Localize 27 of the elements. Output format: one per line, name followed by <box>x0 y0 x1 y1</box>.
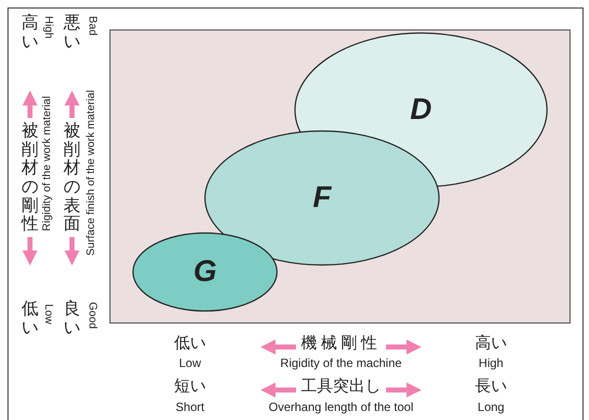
axis-title: Surface finish of the work material <box>86 90 98 256</box>
axis-level-label: 良い <box>63 300 81 338</box>
axis-title: Overhang length of the tool <box>268 401 414 414</box>
axis-title: 被削材の表面 <box>63 122 81 234</box>
axis-level-label: Long <box>478 401 504 414</box>
region-label: G <box>193 255 217 289</box>
axis-level-label: Low <box>179 357 201 370</box>
axis-level-label: High <box>42 16 54 39</box>
axis-title: 被削材の剛性 <box>21 122 39 234</box>
axis-level-label: 高い <box>21 14 39 52</box>
axis-level-label: Low <box>42 304 54 324</box>
axis-level-label: 短い <box>174 379 206 396</box>
axis-level-label: High <box>478 357 504 370</box>
axis-level-label: 長い <box>475 379 507 396</box>
axis-level-label: Short <box>176 401 204 414</box>
axis-level-label: 悪い <box>63 14 81 52</box>
region-label: F <box>312 181 332 215</box>
axis-level-label: Good <box>86 302 98 329</box>
axis-level-label: Bad <box>86 16 98 36</box>
region-label: D <box>410 93 432 127</box>
axis-title: Rigidity of the work material <box>42 96 54 232</box>
axis-level-label: 高い <box>475 336 507 353</box>
axis-title: 工具突出し <box>301 379 381 396</box>
axis-title: Rigidity of the machine <box>280 357 402 370</box>
axis-level-label: 低い <box>21 300 39 338</box>
axis-title: 機械剛性 <box>301 336 381 353</box>
axis-level-label: 低い <box>174 336 206 353</box>
